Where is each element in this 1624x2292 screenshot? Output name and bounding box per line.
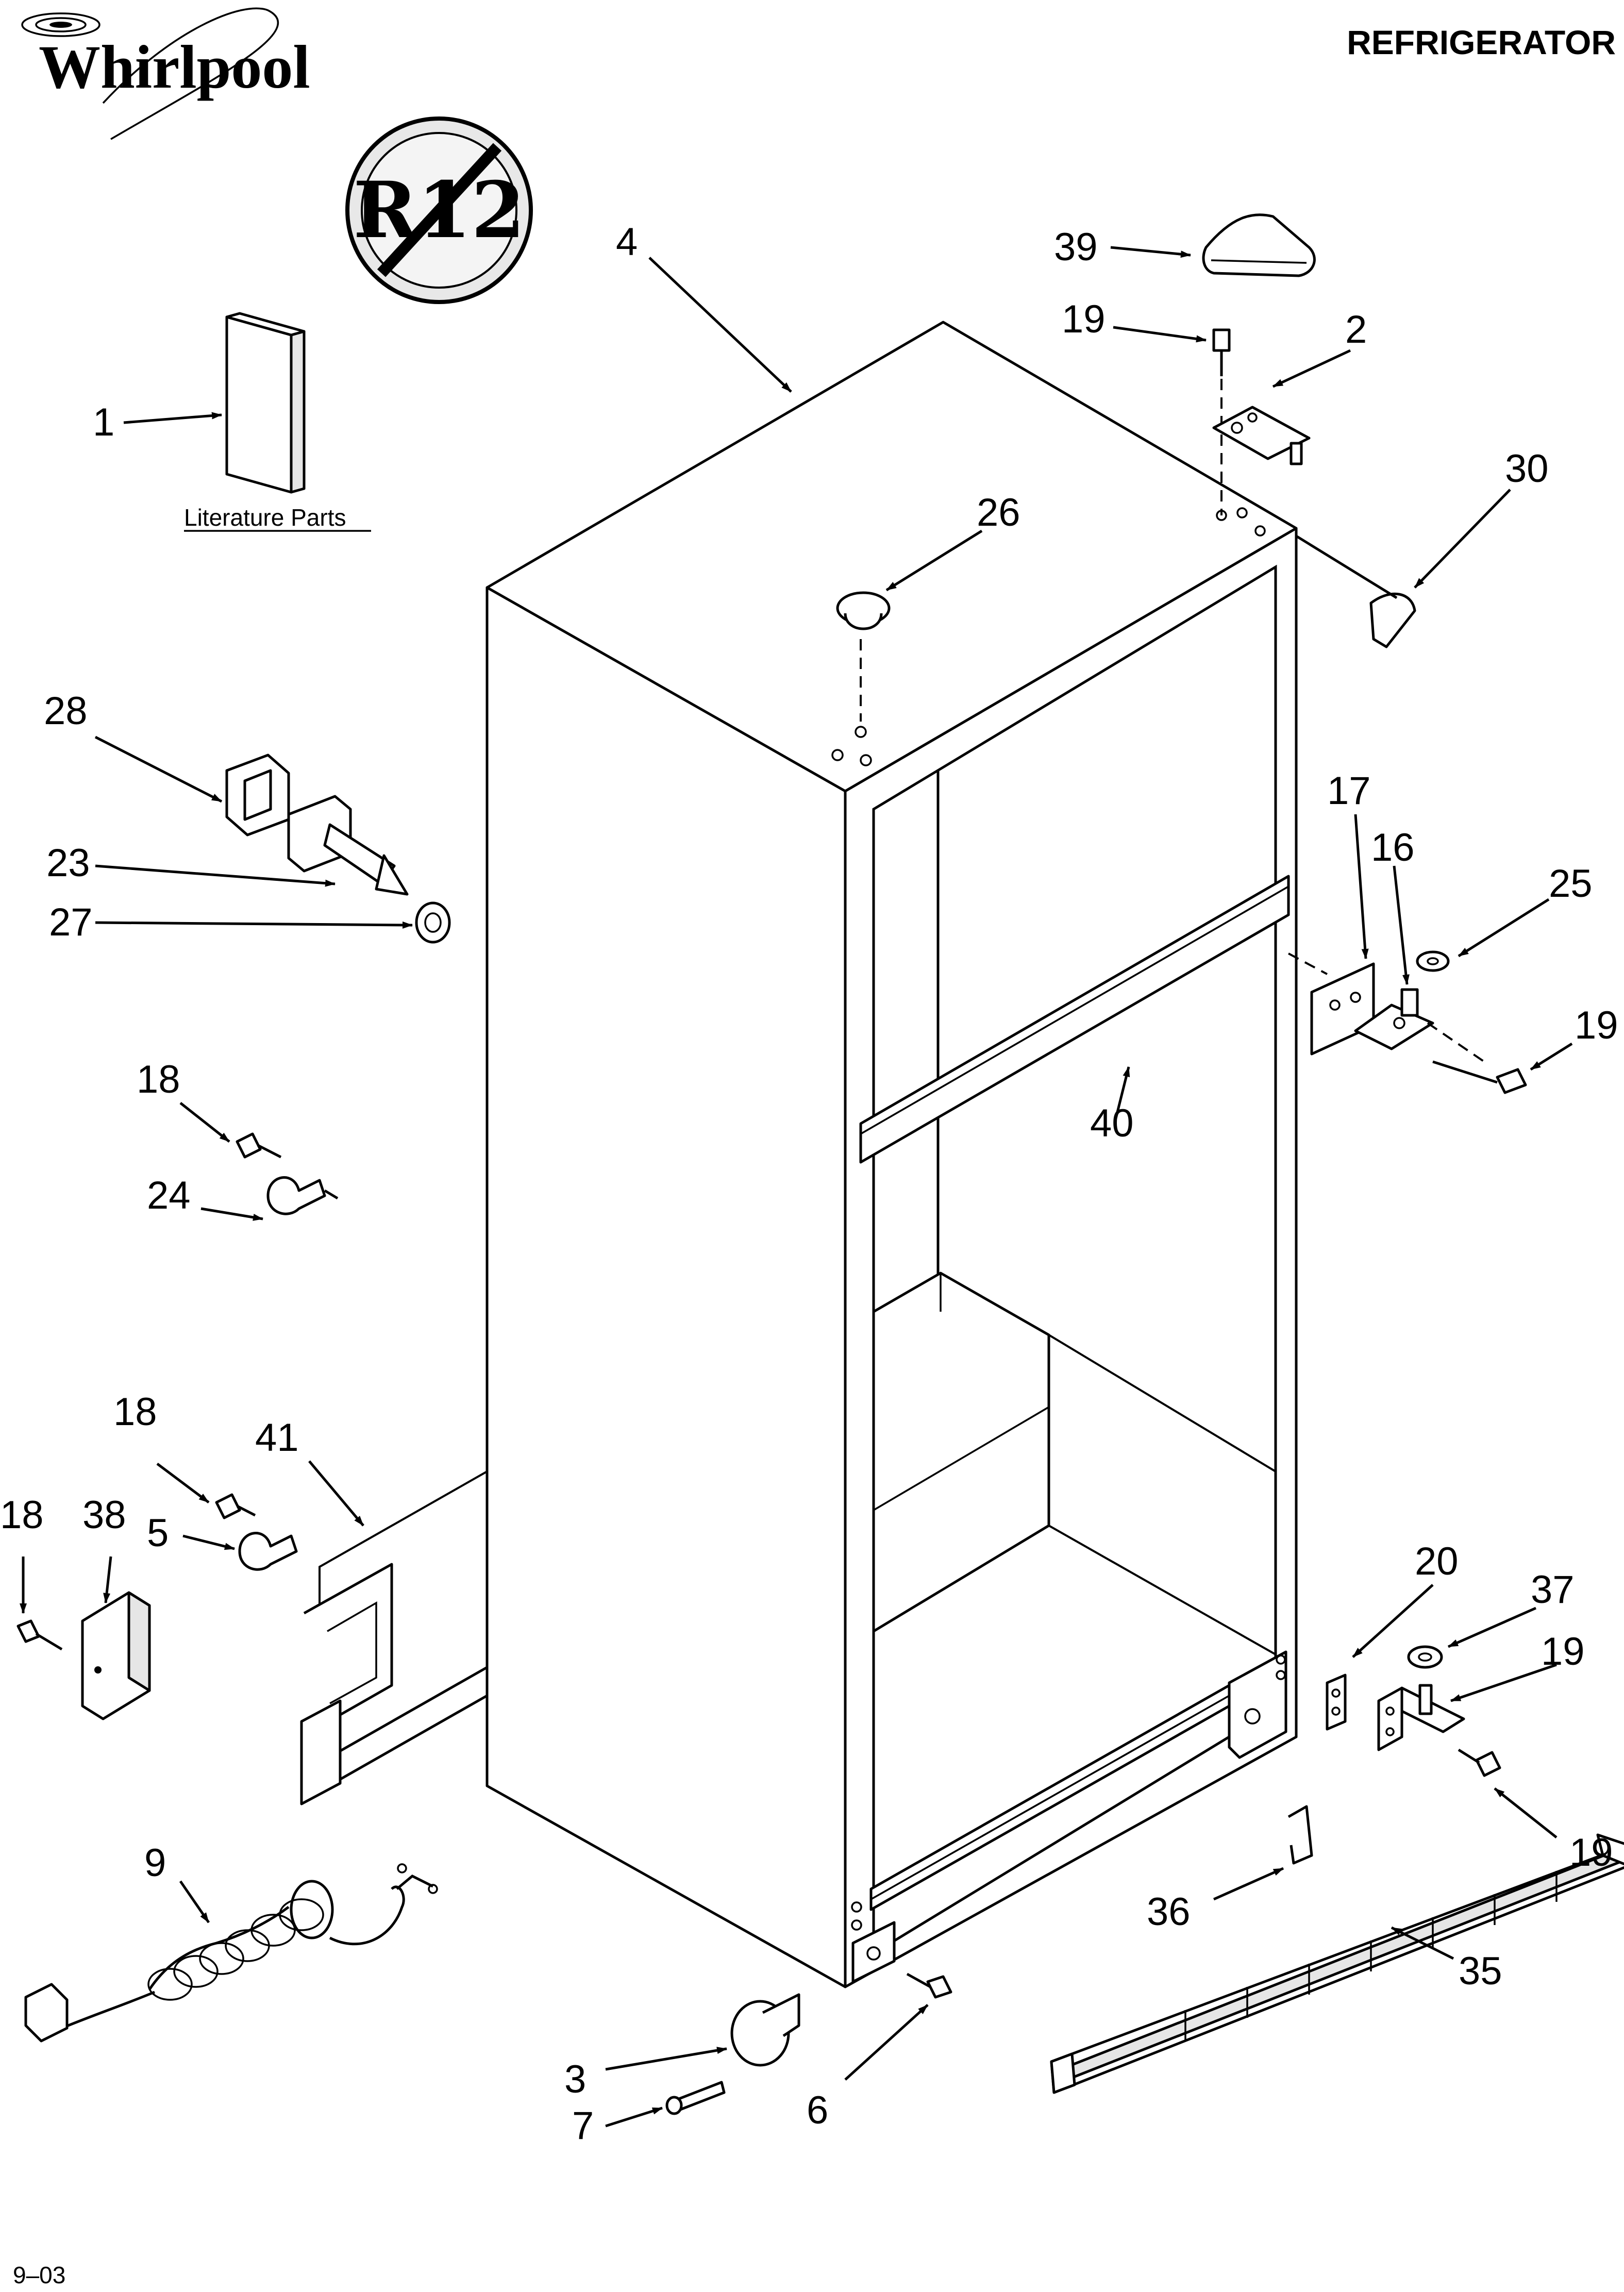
screw-19-middle [1427,1022,1527,1094]
callout-1: 1 [93,400,114,444]
grille-clip-37 [1287,1805,1313,1865]
clamp-5 [238,1532,298,1571]
callout-36: 35 [1459,1949,1502,1993]
hinge-bracket-17 [1288,952,1375,1056]
callout-3: 3 [564,2057,586,2101]
callout-7: 7 [572,2104,594,2148]
screw-19-top [1212,328,1231,515]
callout-40: 39 [1054,225,1098,269]
callout-25: 24 [147,1174,191,1217]
callout-28: 27 [49,900,93,944]
hinge-shim-23 [1326,1674,1347,1731]
literature-parts-label: Literature Parts [184,504,346,531]
hinge-cover-40 [1202,213,1316,277]
toe-grille-36 [1050,1833,1624,2094]
pin-7 [665,2081,726,2115]
no-r12-badge: R12 [345,116,533,304]
control-24 [287,795,409,896]
screw-18-side [16,1619,63,1651]
clamp-25 [266,1176,339,1215]
callout-19-lower: 19 [1569,1831,1613,1875]
nut-28 [415,901,451,944]
callout-9: 9 [144,1841,166,1885]
screw-18-lower [215,1493,256,1519]
literature-booklet [225,312,306,494]
callout-4: 4 [616,220,638,264]
footer-code: 9–03 [13,2262,65,2288]
callout-30: 28 [44,689,88,733]
callout-44: 41 [255,1416,299,1460]
callout-18-side: 18 [0,1493,44,1537]
callout-35: 30 [1505,447,1549,491]
screw-18-upper [236,1132,282,1159]
callout-23: 20 [1415,1540,1459,1583]
screw-19-lower [1458,1748,1501,1777]
leader-lines [20,246,1573,2128]
callout-41: 40 [1090,1101,1134,1145]
roller-3 [730,1993,800,2067]
screw-6 [851,1921,952,1999]
callout-37: 36 [1147,1890,1191,1934]
callout-16: 16 [1371,826,1415,869]
callout-38: 37 [1531,1568,1575,1612]
refrigerator-cabinet [300,321,1298,1988]
whirlpool-logo: Whirlpool [21,7,310,140]
callout-17: 17 [1327,769,1371,813]
plug-27 [836,591,891,722]
callout-20: 19 [1541,1630,1585,1674]
callout-5: 5 [147,1511,169,1555]
callout-19-top: 19 [1062,297,1106,341]
callout-39: 38 [82,1493,126,1537]
callout-24: 23 [46,841,90,885]
callout-2: 2 [1345,308,1367,352]
power-cord-9 [24,1863,438,2043]
callout-18-lower: 18 [113,1390,157,1434]
washer-26 [1416,950,1450,972]
callout-27: 26 [977,491,1020,534]
callout-6: 6 [807,2088,828,2132]
center-hinge-16 [1354,988,1434,1050]
bezel-30 [225,754,290,837]
bottom-hinge-20 [1377,1684,1465,1751]
cover-39 [81,1591,151,1720]
door-stop-35 [1295,534,1416,648]
callout-19-middle: 19 [1575,1003,1618,1047]
top-hinge-2 [1212,406,1311,465]
callout-26: 25 [1549,862,1593,906]
page-title: REFRIGERATOR [1347,23,1616,61]
callout-18-upper: 18 [137,1058,180,1101]
washer-38 [1407,1645,1443,1669]
callout-labels: 1 2 3 4 5 6 7 9 16 17 18 18 18 19 19 19 … [0,220,1618,2148]
brand-name: Whirlpool [39,32,310,101]
